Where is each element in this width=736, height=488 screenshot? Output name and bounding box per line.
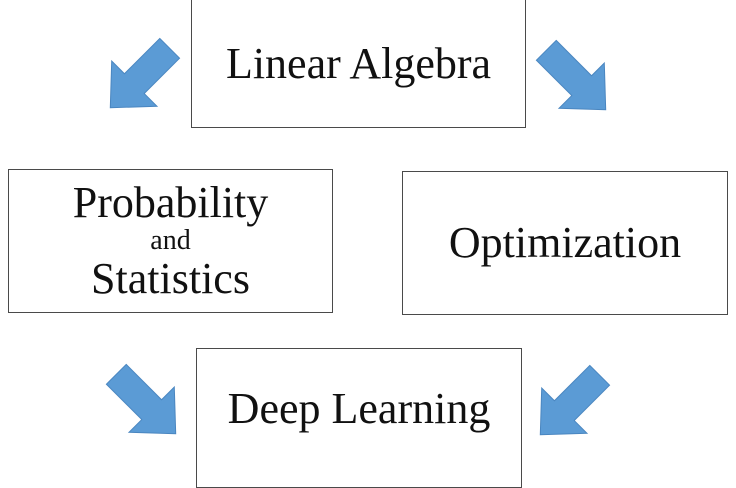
probability-statistics-box: Probability and Statistics <box>8 169 333 313</box>
probability-label-line1: Probability <box>72 178 269 227</box>
deep-learning-box: Deep Learning <box>196 348 522 488</box>
deep-learning-label: Deep Learning <box>227 384 491 433</box>
arrow-to-probability-icon <box>87 25 193 131</box>
linear-algebra-box: Linear Algebra <box>191 0 526 128</box>
arrow-probability-to-deep-learning-icon <box>93 351 199 457</box>
probability-label-line2: and <box>150 225 191 256</box>
probability-statistics-label: Probability and Statistics <box>72 178 269 303</box>
optimization-box: Optimization <box>402 171 728 315</box>
probability-label-line3: Statistics <box>91 254 250 303</box>
optimization-label: Optimization <box>448 218 682 267</box>
linear-algebra-label: Linear Algebra <box>225 39 492 88</box>
arrow-to-optimization-icon <box>523 27 629 133</box>
arrow-optimization-to-deep-learning-icon <box>517 352 623 458</box>
